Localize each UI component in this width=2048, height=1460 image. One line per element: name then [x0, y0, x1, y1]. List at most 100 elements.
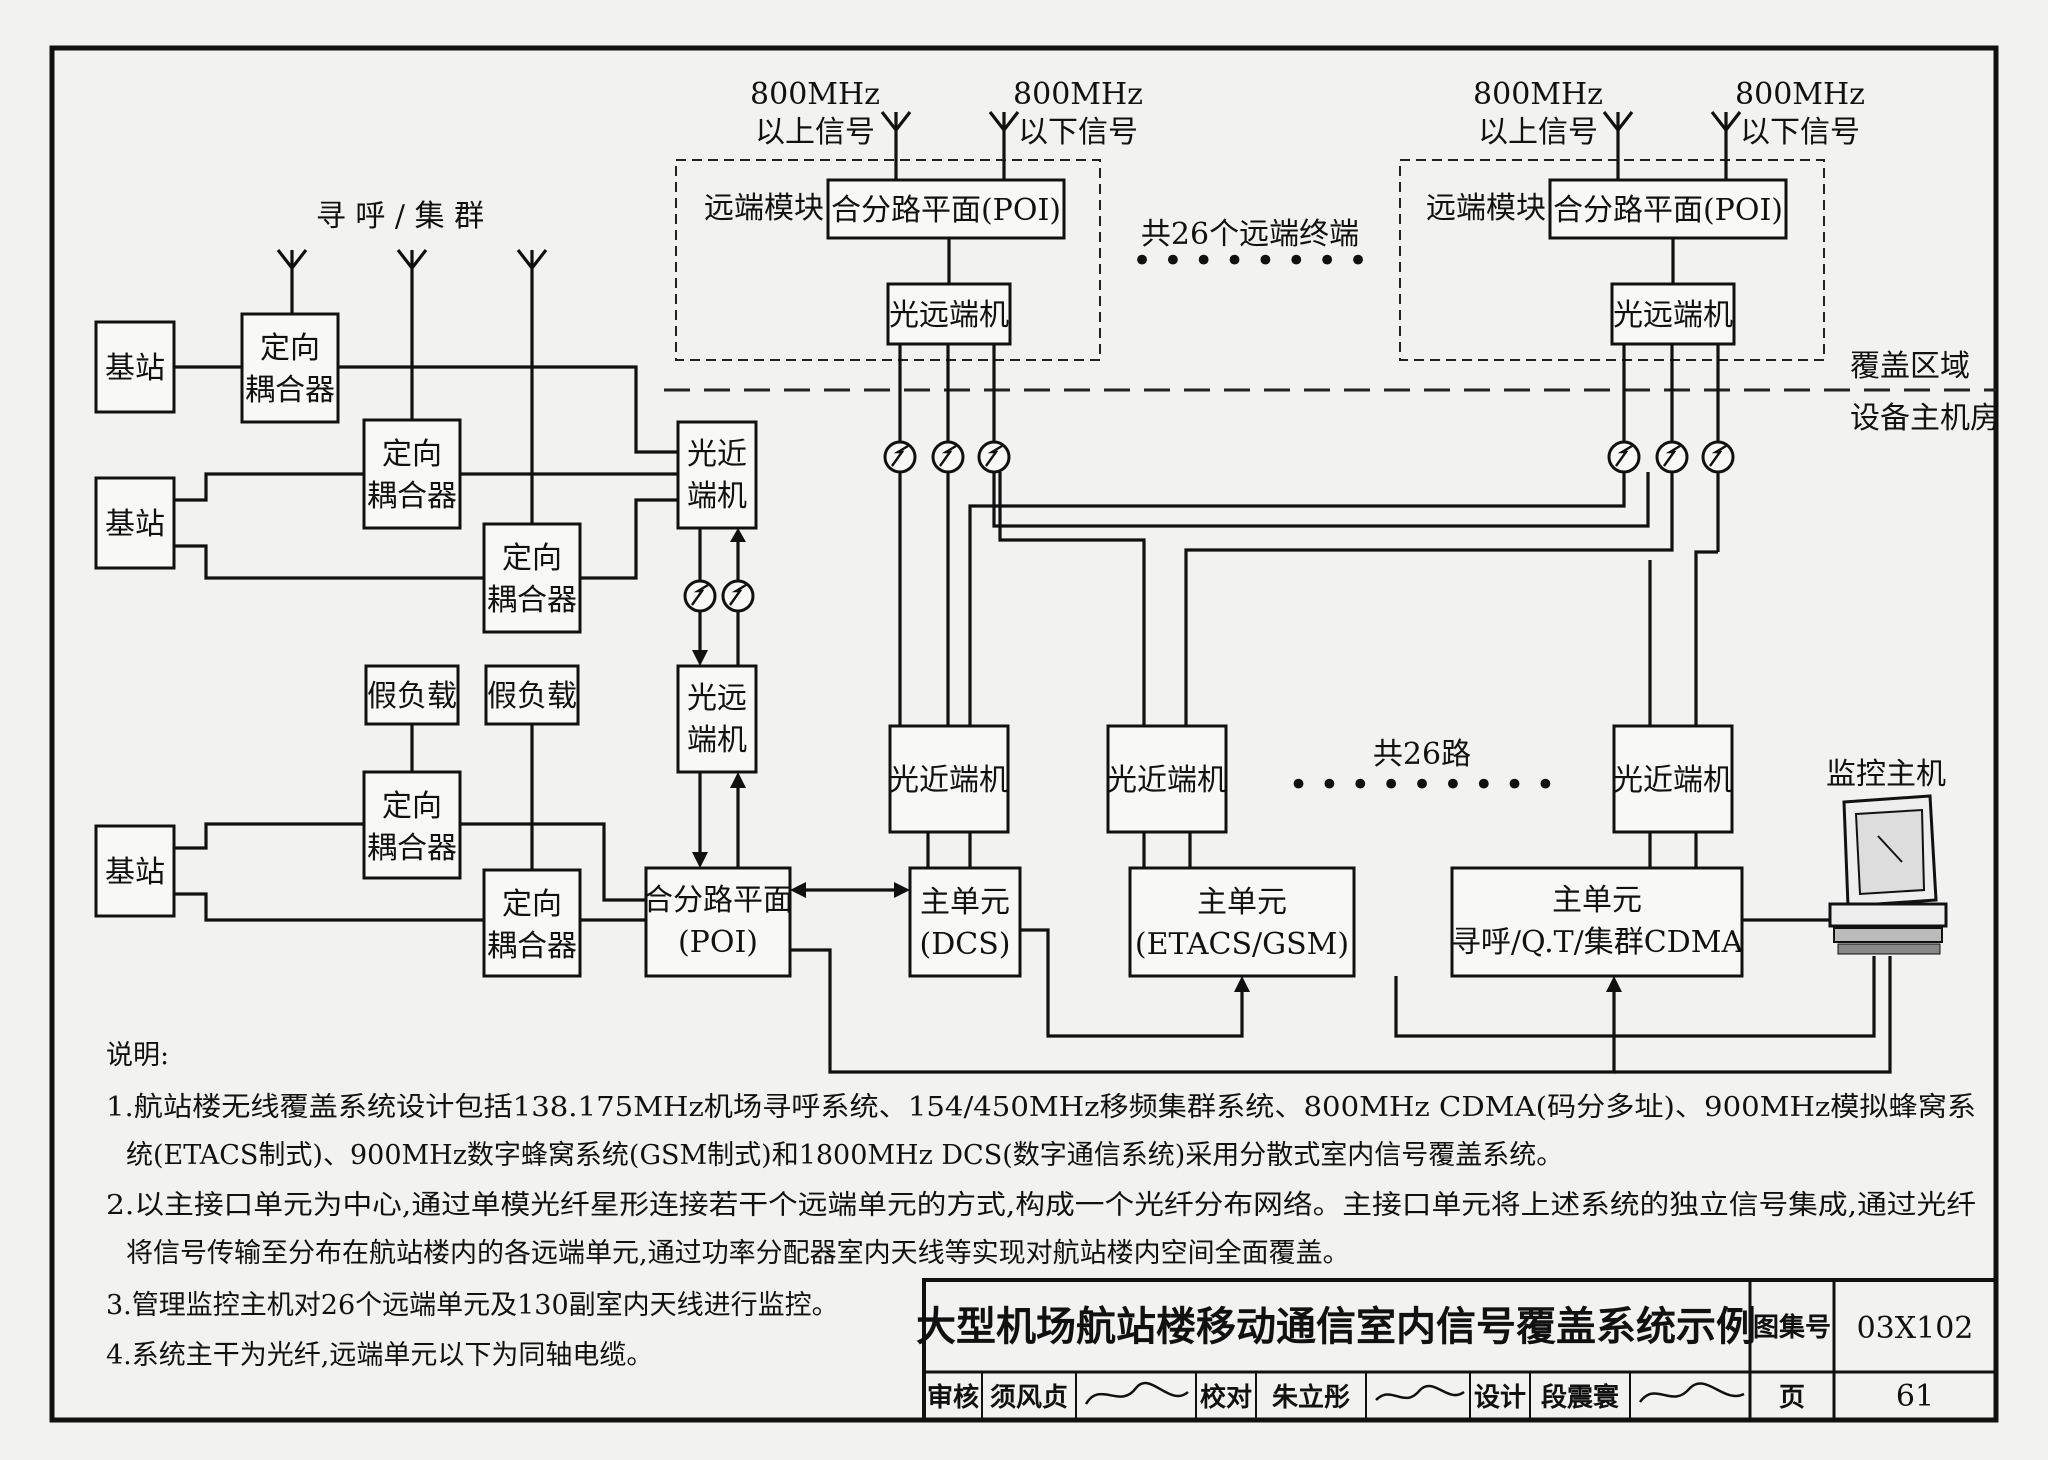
- optical-near-2: [1106, 724, 1228, 834]
- title-block: [922, 1278, 1998, 1422]
- atlas-no-label: 图集号: [1753, 1312, 1831, 1343]
- coupler-5-label-a: 定向: [502, 887, 562, 922]
- paging-trunking-label: 寻 呼 / 集 群: [316, 199, 484, 234]
- remote-module-label-right: 远端模块: [1426, 191, 1546, 226]
- coupler-4-label-b: 耦合器: [367, 831, 457, 866]
- dummy-load-1: [364, 664, 460, 726]
- dummy-load-2: [484, 664, 580, 726]
- coupler-2-label-b: 耦合器: [367, 479, 457, 514]
- main-unit-dcs-sub: (DCS): [920, 927, 1011, 962]
- coupler-5: [482, 868, 582, 978]
- base-station-3: [94, 824, 176, 918]
- optical-near-left-a: 光近: [687, 437, 747, 472]
- atlas-no: 03X102: [1857, 1311, 1974, 1346]
- main-unit-etacs-sub: (ETACS/GSM): [1135, 927, 1349, 962]
- antenna-label-below-2: 以下信号: [1018, 115, 1138, 150]
- drawing-title: 大型机场航站楼移动通信室内信号覆盖系统示例: [916, 1303, 1756, 1350]
- base-station-1: [94, 320, 176, 414]
- ellipsis-mid: • • • • • • • • •: [1289, 765, 1556, 805]
- note-2-line-2: 将信号传输至分布在航站楼内的各远端单元,通过功率分配器室内天线等实现对航站楼内空…: [126, 1238, 1350, 1269]
- poi-main-label-a: 合分路平面: [643, 883, 793, 918]
- optical-near-3: [1612, 724, 1734, 834]
- notes-heading: 说明:: [106, 1040, 169, 1071]
- antenna-icon: [396, 249, 428, 420]
- poi-remote-label-right: 合分路平面(POI): [1553, 193, 1783, 228]
- optical-remote-box-left: [886, 282, 1012, 346]
- antenna-label-above-r2: 以上信号: [1478, 115, 1598, 150]
- optical-near-left-b: 端机: [687, 479, 747, 514]
- base-station-2-label: 基站: [105, 507, 165, 542]
- note-2-line-1: 2.以主接口单元为中心,通过单模光纤星形连接若干个远端单元的方式,构成一个光纤分…: [106, 1190, 1976, 1221]
- main-unit-etacs-label: 主单元: [1197, 885, 1287, 920]
- equipment-room-label: 设备主机房: [1850, 401, 2000, 436]
- base-station-2: [94, 476, 176, 570]
- optical-converter-icon: [977, 440, 1011, 474]
- designer: 段震寰: [1541, 1382, 1619, 1413]
- coupler-4-label-a: 定向: [382, 789, 442, 824]
- remote-module-area-left: [675, 159, 1101, 361]
- antenna-label-below-r1: 800MHz: [1735, 77, 1865, 112]
- optical-remote-label-right: 光远端机: [1613, 298, 1733, 333]
- antenna-icon: [880, 111, 912, 160]
- coupler-1: [240, 312, 340, 424]
- note-1-line-2: 统(ETACS制式)、900MHz数字蜂窝系统(GSM制式)和1800MHz D…: [126, 1140, 1563, 1171]
- main-unit-dcs: [908, 866, 1022, 978]
- antenna-label-below-r2: 以下信号: [1740, 115, 1860, 150]
- base-station-1-label: 基站: [105, 351, 165, 386]
- note-1-line-1: 1.航站楼无线覆盖系统设计包括138.175MHz机场寻呼系统、154/450M…: [106, 1092, 1976, 1123]
- reviewer-signature: [1084, 1381, 1189, 1405]
- remote-module-label-left: 远端模块: [704, 191, 824, 226]
- main-unit-dcs-label: 主单元: [920, 885, 1010, 920]
- base-station-3-label: 基站: [105, 855, 165, 890]
- coupler-1-label-b: 耦合器: [245, 373, 335, 408]
- optical-near-left: [676, 420, 758, 530]
- design-label: 设计: [1474, 1383, 1526, 1413]
- optical-converter-icon: [931, 440, 965, 474]
- check-label: 校对: [1200, 1382, 1252, 1413]
- poi-remote-box-left: [826, 178, 1066, 240]
- coupler-3: [482, 522, 582, 634]
- checker: 朱立彤: [1272, 1382, 1350, 1413]
- optical-remote-left-b: 端机: [687, 723, 747, 758]
- antenna-label-above-2: 以上信号: [755, 115, 875, 150]
- coupler-2-label-a: 定向: [382, 437, 442, 472]
- main-unit-cdma-label: 主单元: [1552, 883, 1642, 918]
- antenna-icon: [1602, 111, 1634, 160]
- checker-signature: [1375, 1384, 1465, 1401]
- remote-module-area-right: [1399, 159, 1825, 361]
- optical-symbols: [683, 440, 1735, 613]
- antenna-label-above-1: 800MHz: [750, 77, 880, 112]
- dummy-load-2-label: 假负载: [487, 679, 577, 714]
- coupler-5-label-b: 耦合器: [487, 929, 577, 964]
- optical-converter-icon: [883, 440, 917, 474]
- ellipsis-top: • • • • • • • •: [1132, 241, 1368, 281]
- antenna-icon: [276, 249, 308, 314]
- main-unit-etacs: [1128, 866, 1356, 978]
- optical-near-1-label: 光近端机: [889, 763, 1009, 798]
- reviewer: 须风贞: [990, 1383, 1068, 1413]
- page-label: 页: [1779, 1383, 1805, 1413]
- designer-signature: [1638, 1382, 1745, 1403]
- optical-near-2-label: 光近端机: [1107, 763, 1227, 798]
- optical-converter-icon: [1701, 440, 1735, 474]
- note-3: 3.管理监控主机对26个远端单元及130副室内天线进行监控。: [106, 1290, 839, 1321]
- remote-terminals-label: 共26个远端终端: [1141, 217, 1359, 252]
- optical-near-3-label: 光近端机: [1613, 763, 1733, 798]
- antenna-icon: [1710, 111, 1742, 160]
- review-label: 审核: [927, 1382, 979, 1413]
- antenna-group-top: [880, 111, 1742, 160]
- monitor-host-label: 监控主机: [1826, 757, 1946, 792]
- poi-remote-box-right: [1548, 178, 1788, 240]
- optical-converter-icon: [1607, 440, 1641, 474]
- poi-main-label-b: (POI): [678, 925, 758, 960]
- antenna-label-above-r1: 800MHz: [1473, 77, 1603, 112]
- page-number: 61: [1896, 1379, 1934, 1414]
- note-4: 4.系统主干为光纤,远端单元以下为同轴电缆。: [106, 1340, 653, 1371]
- optical-remote-box-right: [1610, 282, 1736, 346]
- antenna-icon: [516, 249, 548, 524]
- coupler-4: [362, 770, 462, 880]
- optical-converter-icon: [1655, 440, 1689, 474]
- main-unit-cdma: [1450, 866, 1744, 978]
- connection-lines: [174, 344, 1892, 1074]
